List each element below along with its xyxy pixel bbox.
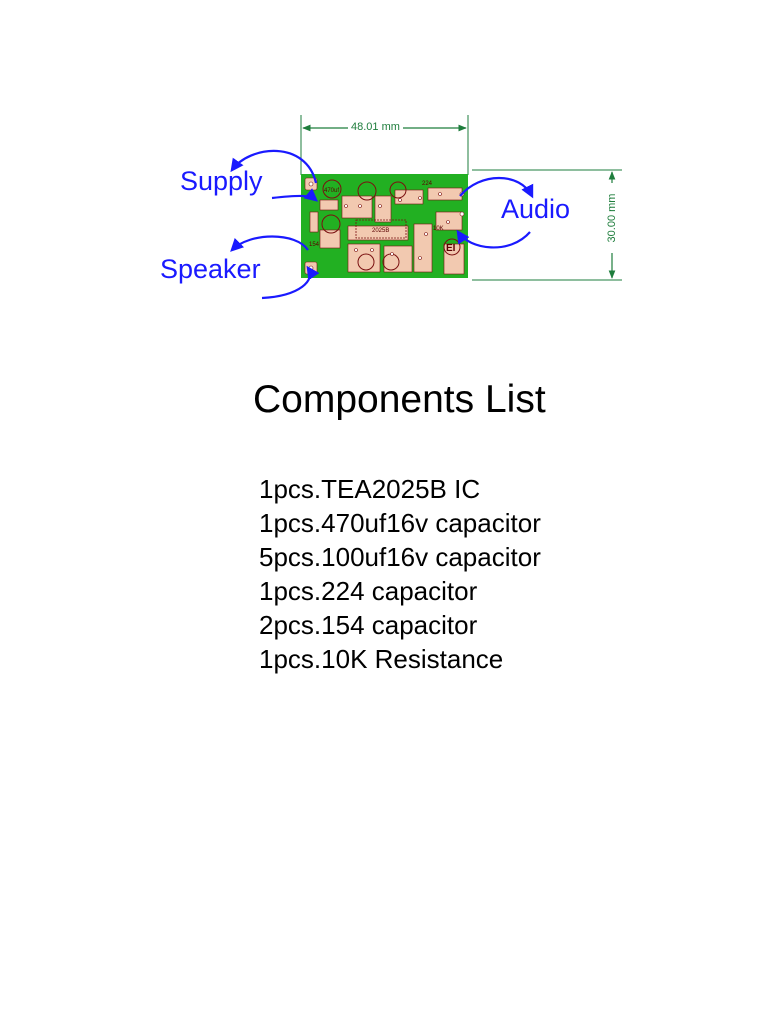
supply-arrow (230, 149, 318, 184)
component-item: 1pcs.224 capacitor (259, 576, 478, 606)
supply-arrow-return (271, 188, 319, 202)
height-dimension-label: 30.00 mm (606, 183, 618, 253)
component-item: 2pcs.154 capacitor (259, 610, 478, 640)
component-item: 1pcs.10K Resistance (259, 644, 504, 674)
pcb-logo: EI (446, 243, 456, 254)
pcb-board: 470uf 224 154 2025B 10K EI (301, 174, 468, 278)
audio-arrow-return (456, 229, 531, 249)
components-title: Components List (253, 378, 546, 421)
audio-arrow (459, 176, 534, 199)
width-dimension-label: 48.01 mm (348, 121, 403, 133)
pcb-diagram: 470uf 224 154 2025B 10K EI (230, 115, 622, 300)
speaker-arrow-return (261, 265, 320, 300)
components-list: 1pcs.TEA2025B IC 1pcs.470uf16v capacitor… (259, 472, 541, 676)
height-dimension-line (472, 169, 622, 281)
pcb-label-154: 154 (309, 242, 320, 248)
component-item: 1pcs.TEA2025B IC (259, 474, 481, 504)
speaker-label: Speaker (160, 254, 261, 284)
component-item: 5pcs.100uf16v capacitor (259, 542, 541, 572)
audio-label: Audio (501, 194, 571, 224)
callout-arrows (230, 149, 534, 300)
pcb-label-470: 470uf (324, 188, 339, 194)
pcb-label-224: 224 (422, 181, 433, 187)
speaker-arrow (230, 235, 309, 252)
pcb-label-resistor: 10K (433, 226, 444, 232)
component-item: 1pcs.470uf16v capacitor (259, 508, 541, 538)
pcb-label-ic: 2025B (372, 228, 389, 234)
supply-label: Supply (180, 166, 263, 196)
